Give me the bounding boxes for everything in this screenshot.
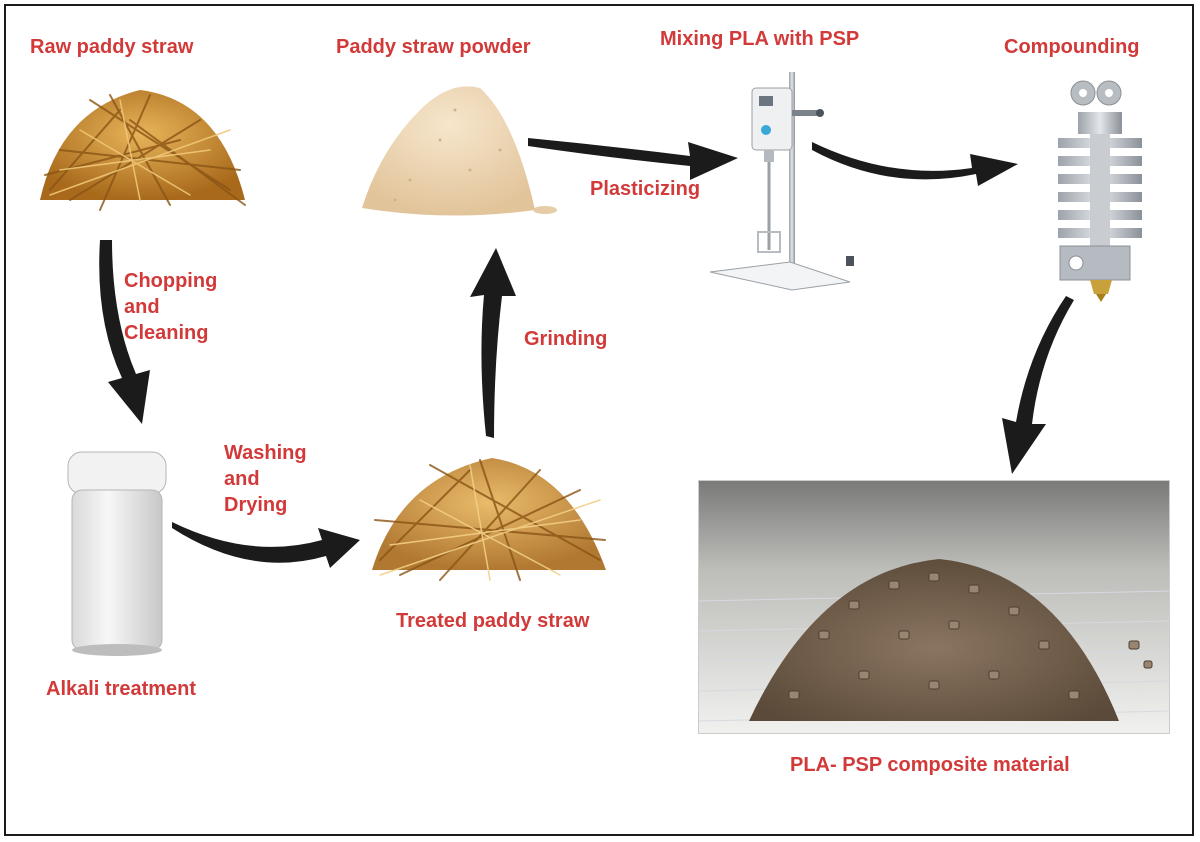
washing-drying-label: Washing and Drying bbox=[224, 442, 307, 516]
extruder-hotend-icon bbox=[1058, 80, 1142, 302]
arrow-chopping bbox=[99, 240, 150, 424]
treated-straw-pile-icon bbox=[372, 458, 606, 581]
arrow-composite bbox=[1002, 296, 1074, 474]
paddy-straw-powder-label: Paddy straw powder bbox=[336, 36, 531, 58]
powder-pile-icon bbox=[362, 86, 557, 216]
grinding-label: Grinding bbox=[524, 328, 608, 350]
arrow-grinding bbox=[470, 248, 516, 438]
raw-paddy-straw-label: Raw paddy straw bbox=[30, 36, 194, 58]
alkali-treatment-label: Alkali treatment bbox=[46, 678, 197, 700]
alkali-jar-icon bbox=[67, 451, 167, 656]
chopping-cleaning-label: Chopping and Cleaning bbox=[124, 270, 218, 344]
composite-material-label: PLA- PSP composite material bbox=[790, 754, 1070, 776]
arrow-washing bbox=[172, 522, 360, 568]
compounding-label: Compounding bbox=[1004, 36, 1140, 58]
plasticizing-label: Plasticizing bbox=[590, 178, 701, 200]
lab-mixer-icon bbox=[709, 72, 854, 291]
mixing-label: Mixing PLA with PSP bbox=[660, 28, 860, 50]
treated-paddy-straw-label: Treated paddy straw bbox=[396, 610, 590, 632]
flow-arrows bbox=[99, 138, 1074, 568]
arrow-plasticizing bbox=[528, 138, 738, 180]
raw-straw-pile-icon bbox=[40, 90, 246, 211]
arrow-compounding bbox=[812, 142, 1018, 186]
composite-pellets-photo bbox=[698, 480, 1170, 734]
